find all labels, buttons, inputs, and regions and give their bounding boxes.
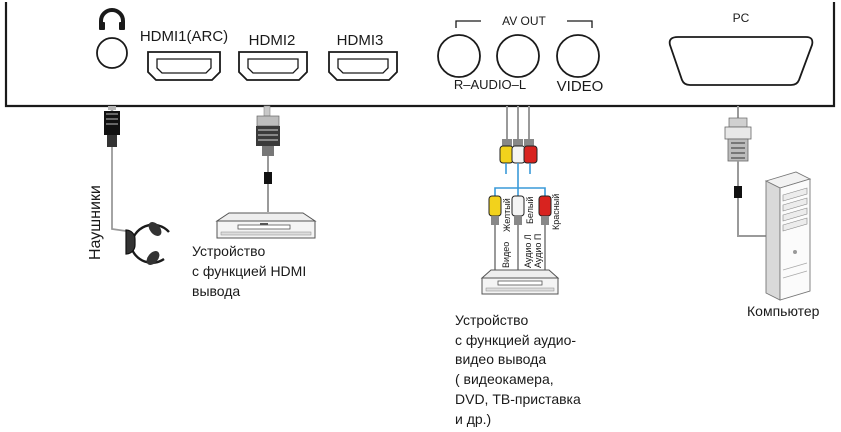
vga-cable <box>724 106 770 237</box>
hdmi2-label: HDMI2 <box>249 32 296 49</box>
audio-left-cable-label: Аудио Л <box>523 234 533 268</box>
svg-text:и др.): и др.) <box>455 411 491 427</box>
hdmi3-label: HDMI3 <box>337 32 384 49</box>
audio-l-jack <box>496 34 540 78</box>
hdmi2-port: HDMI2 <box>238 32 308 81</box>
svg-text:с функцией HDMI: с функцией HDMI <box>192 263 306 279</box>
red-label: Красный <box>551 194 561 230</box>
hdmi-device-label: Устройство с функцией HDMI вывода <box>192 243 306 299</box>
hdmi1-label: HDMI1(ARC) <box>140 28 228 45</box>
svg-text:Устройство: Устройство <box>455 312 528 328</box>
video-jack <box>556 34 600 78</box>
hdmi-cable <box>256 105 280 212</box>
audio-label: R–AUDIO–L <box>454 77 526 92</box>
headphone-cable <box>104 106 127 232</box>
headphones-icon <box>125 222 170 265</box>
svg-text:( видеокамера,: ( видеокамера, <box>455 371 554 387</box>
video-cable-label: Видео <box>501 242 511 268</box>
hdmi-source-device <box>215 212 317 239</box>
svg-text:вывода: вывода <box>192 283 240 299</box>
computer-tower <box>764 171 812 301</box>
tv-back-panel <box>4 2 836 108</box>
audio-right-cable-label: Аудио П <box>533 234 543 268</box>
svg-text:Устройство: Устройство <box>192 243 265 259</box>
av-source-device <box>480 269 560 295</box>
av-bottom-plugs <box>488 195 552 225</box>
yellow-label: Желтый <box>502 198 512 232</box>
av-device-label: Устройство с функцией аудио- видео вывод… <box>455 312 581 427</box>
hdmi3-port: HDMI3 <box>328 32 398 81</box>
av-cable <box>488 106 552 270</box>
computer-label: Компьютер <box>747 303 820 319</box>
pc-label: PC <box>733 11 750 25</box>
white-label: Белый <box>525 197 535 224</box>
svg-text:видео вывода: видео вывода <box>455 351 546 367</box>
hdmi1-port: HDMI1(ARC) <box>140 28 228 81</box>
svg-text:с функцией аудио-: с функцией аудио- <box>455 332 576 348</box>
headphone-icon <box>99 8 125 30</box>
headphone-jack <box>96 37 128 69</box>
av-out-group: AV OUT R–AUDIO–L VIDEO <box>437 14 604 95</box>
audio-r-jack <box>437 34 481 78</box>
headphone-plug <box>104 111 120 147</box>
pc-port: PC <box>668 11 814 86</box>
av-cable-labels: Видео Желтый Аудио Л Белый Аудио П Красн… <box>501 194 561 268</box>
svg-text:DVD, ТВ-приставка: DVD, ТВ-приставка <box>455 391 581 407</box>
headphone-port <box>96 8 128 69</box>
hdmi-plug <box>256 115 280 156</box>
video-label: VIDEO <box>557 78 604 95</box>
vga-plug <box>724 117 752 162</box>
headphones-label: Наушники <box>87 185 104 260</box>
av-top-plugs <box>499 139 538 164</box>
av-out-label: AV OUT <box>502 14 546 28</box>
